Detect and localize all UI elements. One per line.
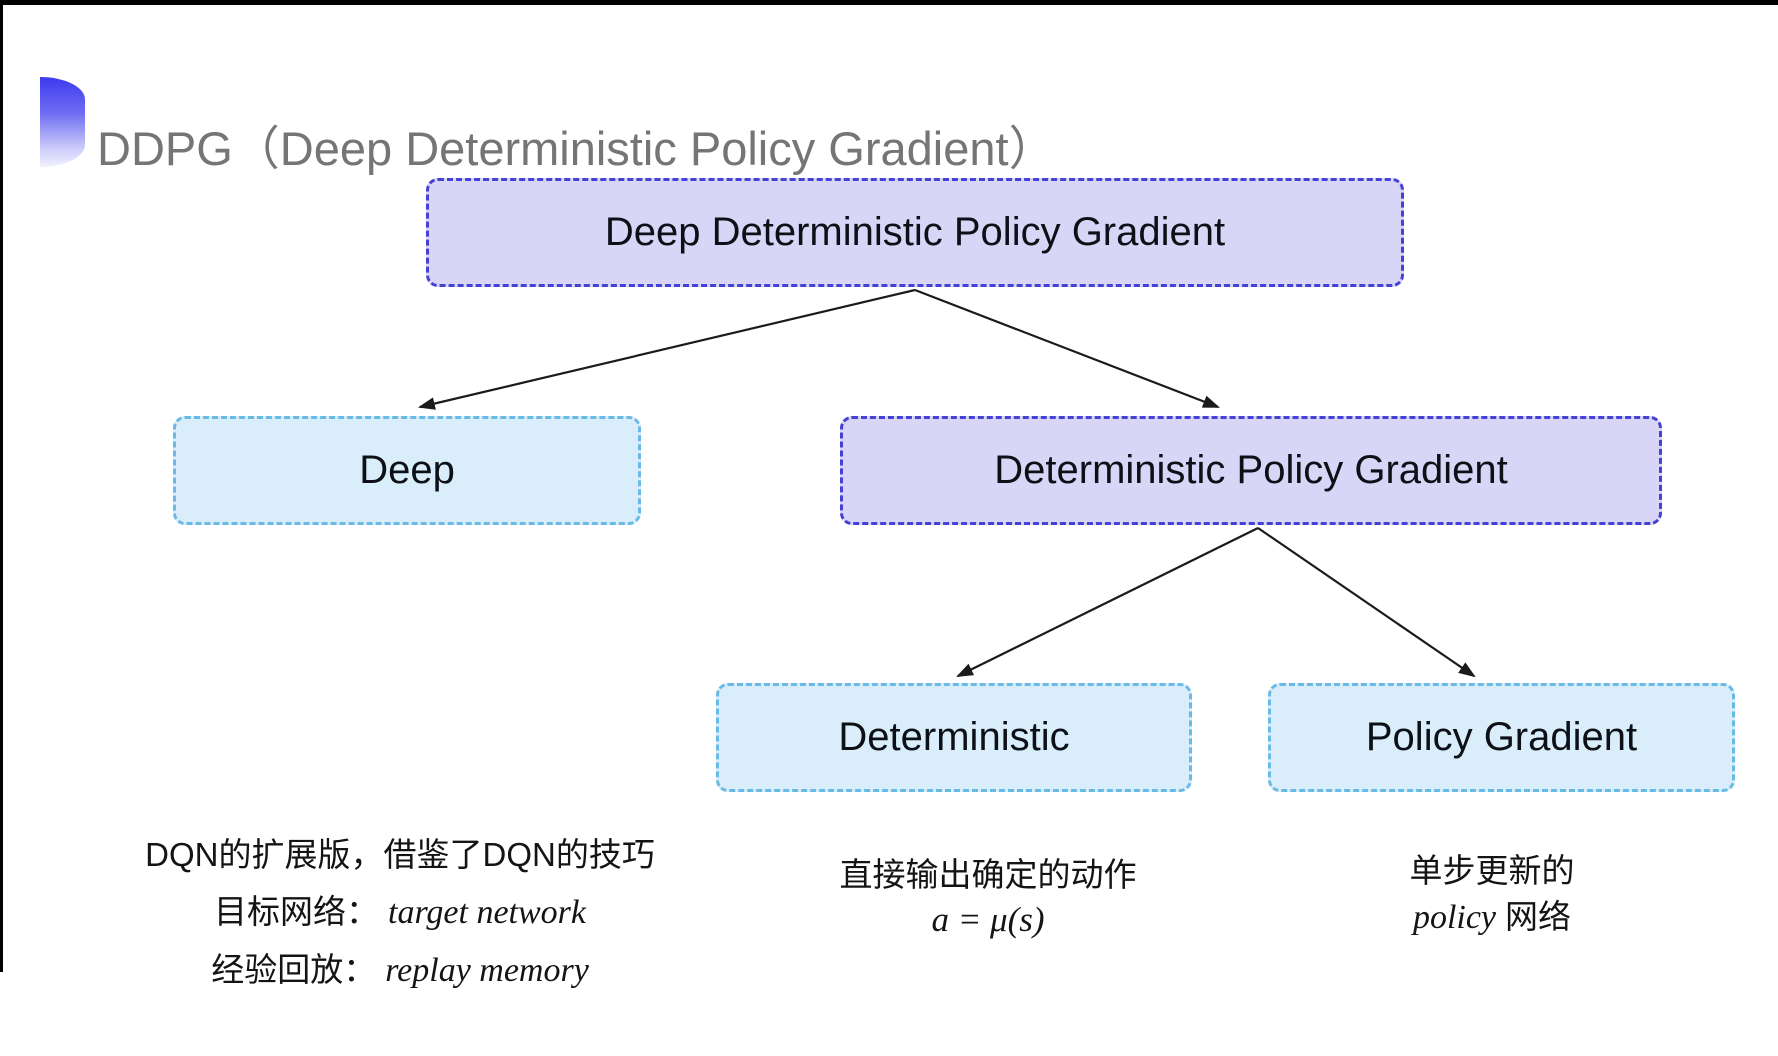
- arrow-root-to-dpg: [914, 288, 1220, 409]
- node-policy-gradient: Policy Gradient: [1268, 683, 1735, 792]
- annotation-deterministic: 直接输出确定的动作 a = μ(s): [778, 852, 1198, 942]
- annotation-deep-line2: 目标网络：target network: [140, 883, 660, 941]
- arrow-root-to-deep: [417, 288, 916, 410]
- node-policy-gradient-label: Policy Gradient: [1365, 715, 1638, 759]
- node-deterministic: Deterministic: [716, 683, 1192, 792]
- node-dpg-label: Deterministic Policy Gradient: [994, 448, 1508, 492]
- annotation-deep: DQN的扩展版，借鉴了DQN的技巧 目标网络：target network 经验…: [140, 826, 660, 999]
- arrow-dpg-to-policy-gradient: [1257, 527, 1476, 678]
- annotation-deep-line3-term: replay memory: [385, 952, 589, 989]
- bullet-half-circle-icon: [40, 77, 85, 167]
- top-border-line: [0, 0, 1778, 5]
- node-ddpg-root: Deep Deterministic Policy Gradient: [426, 178, 1404, 287]
- annotation-policy-gradient-line1: 单步更新的: [1409, 852, 1575, 889]
- annotation-deterministic-line1: 直接输出确定的动作: [839, 856, 1137, 893]
- node-deterministic-policy-gradient: Deterministic Policy Gradient: [840, 416, 1662, 525]
- annotation-pg-line2-suffix: 网络: [1505, 898, 1572, 935]
- node-ddpg-root-label: Deep Deterministic Policy Gradient: [604, 210, 1226, 254]
- slide-title: DDPG（Deep Deterministic Policy Gradient）: [97, 122, 1056, 176]
- annotation-deep-line2-term: target network: [388, 894, 586, 931]
- node-deep: Deep: [173, 416, 641, 525]
- annotation-deep-line1: DQN的扩展版，借鉴了DQN的技巧: [145, 836, 655, 873]
- annotation-deep-line2-label: 目标网络：: [214, 893, 379, 930]
- annotation-deep-line3-label: 经验回放：: [211, 951, 377, 988]
- arrow-dpg-to-deterministic: [956, 527, 1259, 677]
- node-deep-label: Deep: [359, 448, 455, 492]
- annotation-pg-line2-term: policy: [1412, 899, 1497, 936]
- annotation-deterministic-formula: a = μ(s): [931, 900, 1045, 939]
- annotation-deep-line3: 经验回放：replay memory: [140, 941, 660, 999]
- node-deterministic-label: Deterministic: [838, 715, 1070, 759]
- left-border-line: [0, 0, 3, 972]
